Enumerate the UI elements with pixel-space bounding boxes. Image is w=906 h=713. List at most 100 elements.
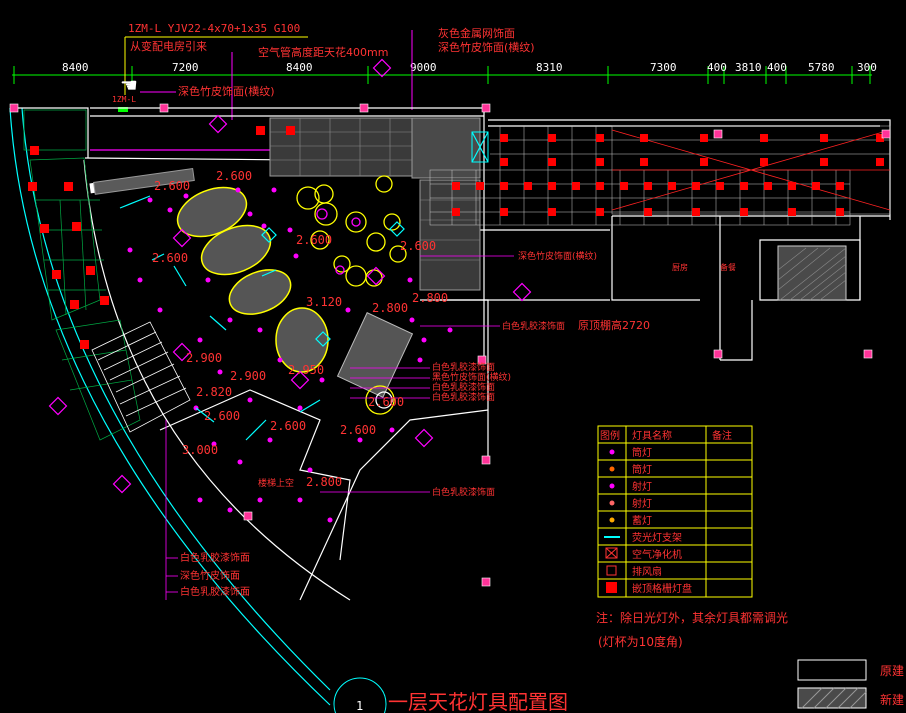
legend-row-label: 空气净化机	[632, 548, 682, 561]
legend-header: 备注	[712, 429, 732, 442]
footnote-line2: (灯杯为10度角)	[598, 634, 683, 649]
key: 原建 新建	[797, 659, 904, 709]
note-original-height: 原顶棚高2720	[578, 318, 650, 332]
dim-label: 5780	[808, 61, 835, 74]
room-label: 备餐	[720, 262, 736, 272]
note-bottom: 深色竹皮饰面	[180, 569, 240, 582]
legend-table: 图例 灯具名称 备注 筒灯 筒灯 射灯 射灯 蓄灯 荧光灯支架 空气净化机 排风…	[597, 425, 753, 598]
grid-light-panels	[28, 126, 884, 349]
key-new-label: 新建	[880, 692, 904, 707]
note-bottom: 白色乳胶漆饰面	[180, 585, 250, 598]
legend-row-label: 嵌顶格栅灯盘	[632, 582, 692, 595]
left-grid-panels	[23, 109, 141, 441]
grey-grid-ceiling	[89, 117, 847, 398]
exhaust-fan-symbol-icon	[606, 565, 617, 576]
oval-ceiling	[275, 307, 329, 373]
drawing-title: 1 一层天花灯具配置图	[333, 677, 568, 713]
hatch-lines	[270, 118, 847, 301]
dim-label: 8400	[286, 61, 313, 74]
title-text: 一层天花灯具配置图	[388, 690, 568, 713]
footnote: 注：除日光灯外，其余灯具都需调光 (灯杯为10度角)	[596, 610, 788, 649]
title-number: 1	[356, 699, 363, 713]
legend-row-label: 荧光灯支架	[632, 531, 682, 544]
cable-spec: 1ZM-L YJV22-4x70+1x35 G100	[128, 22, 300, 35]
height-label: 3.000	[182, 443, 218, 457]
height-label: 3.120	[306, 295, 342, 309]
cable-short: 1ZM-L	[112, 95, 136, 104]
legend-row-label: 筒灯	[632, 446, 652, 459]
downlight-symbol-icon	[609, 466, 615, 472]
note-dark-leather-left: 深色竹皮饰面(横纹)	[178, 84, 275, 98]
top-notes: 空气管高度距天花400mm 灰色金属网饰面 深色竹皮饰面(横纹) 深色竹皮饰面(…	[140, 26, 535, 120]
legend-header: 灯具名称	[632, 429, 672, 442]
legend-header: 图例	[600, 429, 620, 442]
height-label: 2.820	[196, 385, 232, 399]
dim-label: 8310	[536, 61, 563, 74]
legend-symbols	[604, 449, 620, 593]
oval-ceilings	[176, 186, 329, 373]
dimension-chain	[12, 66, 872, 84]
right-red-diagonals	[611, 129, 891, 211]
column-markers	[9, 103, 891, 587]
circular-pendants	[296, 175, 407, 415]
dim-label: 400	[767, 61, 787, 74]
height-label: 2.600	[152, 251, 188, 265]
legend-row-label: 射灯	[632, 498, 652, 510]
dim-label: 9000	[410, 61, 437, 74]
legend-row-label: 筒灯	[632, 463, 652, 476]
note-center-2: 黑色竹皮饰面(横纹)	[432, 371, 511, 383]
height-label: 2.600	[368, 395, 404, 409]
cable-annotation: 1ZM-L YJV22-4x70+1x35 G100 从变配电房引来 1ZM-L…	[112, 22, 308, 112]
legend-row-label: 射灯	[632, 481, 652, 493]
height-label: 2.600	[400, 239, 436, 253]
note-grey-metal: 灰色金属网饰面	[438, 26, 515, 40]
note-dark-leather: 深色竹皮饰面(横纹)	[438, 40, 535, 54]
height-label: 2.800	[412, 291, 448, 305]
bottom-notes: 白色乳胶漆饰面 深色竹皮饰面 白色乳胶漆饰面	[180, 551, 250, 598]
dim-label: 300	[857, 61, 877, 74]
dim-label: 3810	[735, 61, 762, 74]
lamp-symbol-icon	[609, 517, 615, 523]
dimension-labels: 8400 7200 8400 9000 8310 7300 400 3810 4…	[62, 61, 877, 74]
hand-cursor-icon: ☚	[120, 73, 138, 97]
height-label: 2.900	[230, 369, 266, 383]
downlight-symbol-icon	[609, 449, 615, 455]
grille-panel-symbol-icon	[606, 582, 617, 593]
cable-note: 从变配电房引来	[130, 39, 207, 53]
spotlight-symbol-icon	[609, 500, 615, 506]
height-label: 2.600	[204, 409, 240, 423]
note-stair: 楼梯上空	[258, 477, 294, 489]
mid-notes: 深色竹皮饰面(横纹) 白色乳胶漆饰面 原顶棚高2720 白色乳胶漆饰面 黑色竹皮…	[258, 250, 736, 498]
leader-lines	[165, 255, 514, 600]
height-label: 2.600	[216, 169, 252, 183]
note-center-5: 白色乳胶漆饰面	[432, 486, 495, 498]
dim-label: 8400	[62, 61, 89, 74]
dim-label: 7200	[172, 61, 199, 74]
dim-label: 400	[707, 61, 727, 74]
note-center-4: 白色乳胶漆饰面	[432, 391, 495, 403]
note-center-3: 白色乳胶漆饰面	[432, 381, 495, 393]
oval-ceiling	[200, 224, 272, 276]
height-label: 2.900	[186, 351, 222, 365]
section-markers	[48, 58, 532, 494]
cyan-fixtures	[119, 131, 489, 441]
legend-row-label: 蓄灯	[632, 515, 652, 527]
room-label: 厨房	[672, 262, 688, 272]
note-bottom: 白色乳胶漆饰面	[180, 551, 250, 564]
height-label: 2.600	[270, 419, 306, 433]
height-labels: 2.600 2.600 2.600 2.600 2.600 3.120 2.80…	[152, 169, 448, 489]
legend-row-label: 排风扇	[632, 565, 662, 578]
height-label: 2.600	[296, 233, 332, 247]
note-center-1: 白色乳胶漆饰面	[432, 361, 495, 373]
note-dark-leather-mid: 深色竹皮饰面(横纹)	[518, 250, 597, 262]
footnote-line1: 注：除日光灯外，其余灯具都需调光	[596, 610, 788, 625]
height-label: 2.600	[154, 179, 190, 193]
height-label: 2.950	[288, 363, 324, 377]
key-existing-label: 原建	[880, 664, 904, 678]
spotlight-symbol-icon	[609, 483, 615, 489]
height-label: 2.800	[306, 475, 342, 489]
downlights	[127, 187, 453, 523]
seating-bank	[91, 321, 191, 433]
air-purifier-symbol-icon	[605, 547, 618, 559]
